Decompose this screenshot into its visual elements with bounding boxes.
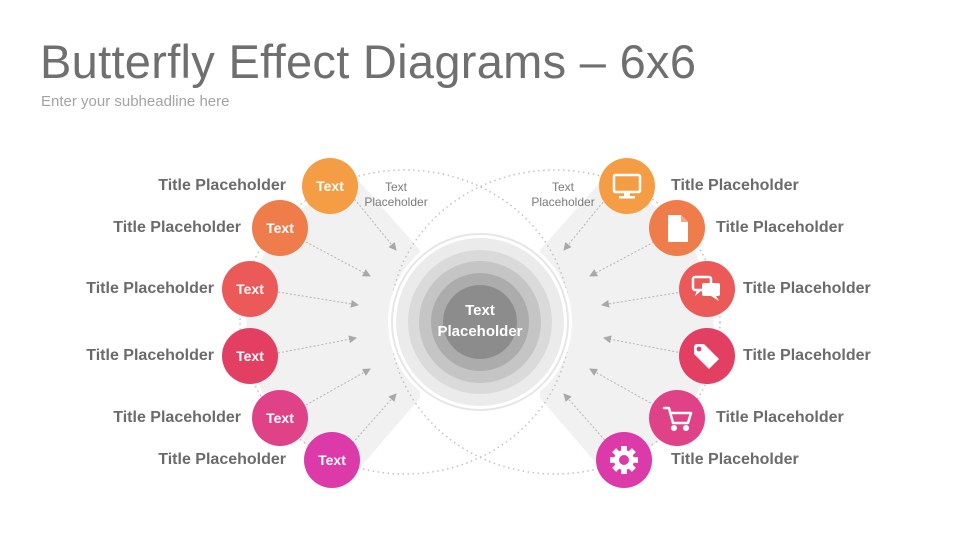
top-right-note: Text Placeholder bbox=[531, 180, 595, 209]
monitor-icon bbox=[612, 173, 642, 199]
left-title-1: Title Placeholder bbox=[158, 177, 286, 194]
left-node-label: Text bbox=[316, 178, 344, 194]
right-title-6: Title Placeholder bbox=[671, 451, 799, 468]
tag-icon bbox=[694, 344, 719, 369]
top-left-note: Text Placeholder bbox=[364, 180, 428, 209]
left-arrows bbox=[277, 195, 397, 447]
right-title-2: Title Placeholder bbox=[716, 219, 844, 236]
left-node-label: Text bbox=[318, 452, 346, 468]
left-title-6: Title Placeholder bbox=[158, 451, 286, 468]
left-title-3: Title Placeholder bbox=[86, 280, 214, 297]
left-node-1: Text bbox=[302, 158, 358, 214]
right-node-5 bbox=[649, 390, 705, 446]
left-node-6: Text bbox=[304, 432, 360, 488]
left-title-5: Title Placeholder bbox=[113, 409, 241, 426]
center-label: Text Placeholder bbox=[437, 302, 523, 340]
right-node-2 bbox=[649, 200, 705, 256]
right-title-4: Title Placeholder bbox=[743, 347, 871, 364]
left-title-4: Title Placeholder bbox=[86, 347, 214, 364]
right-title-5: Title Placeholder bbox=[716, 409, 844, 426]
left-node-4: Text bbox=[222, 328, 278, 384]
document-icon bbox=[668, 215, 688, 242]
right-title-1: Title Placeholder bbox=[671, 177, 799, 194]
left-node-label: Text bbox=[236, 348, 264, 364]
right-node-6 bbox=[596, 432, 652, 488]
left-node-5: Text bbox=[252, 390, 308, 446]
left-node-label: Text bbox=[266, 410, 294, 426]
left-node-3: Text bbox=[222, 261, 278, 317]
right-node-1 bbox=[599, 158, 655, 214]
left-node-label: Text bbox=[236, 281, 264, 297]
right-node-4 bbox=[679, 328, 735, 384]
cart-icon bbox=[662, 406, 693, 432]
left-node-2: Text bbox=[252, 200, 308, 256]
gear-icon bbox=[610, 446, 638, 474]
right-dotted-arc bbox=[389, 169, 721, 475]
right-title-3: Title Placeholder bbox=[743, 280, 871, 297]
center-circle bbox=[443, 285, 517, 359]
right-node-3 bbox=[679, 261, 735, 317]
page-title: Butterfly Effect Diagrams – 6x6 bbox=[40, 35, 697, 88]
left-node-label: Text bbox=[266, 220, 294, 236]
page-subtitle: Enter your subheadline here bbox=[41, 93, 230, 110]
chat-icon bbox=[691, 275, 720, 301]
right-arrows bbox=[563, 195, 683, 447]
left-title-2: Title Placeholder bbox=[113, 219, 241, 236]
